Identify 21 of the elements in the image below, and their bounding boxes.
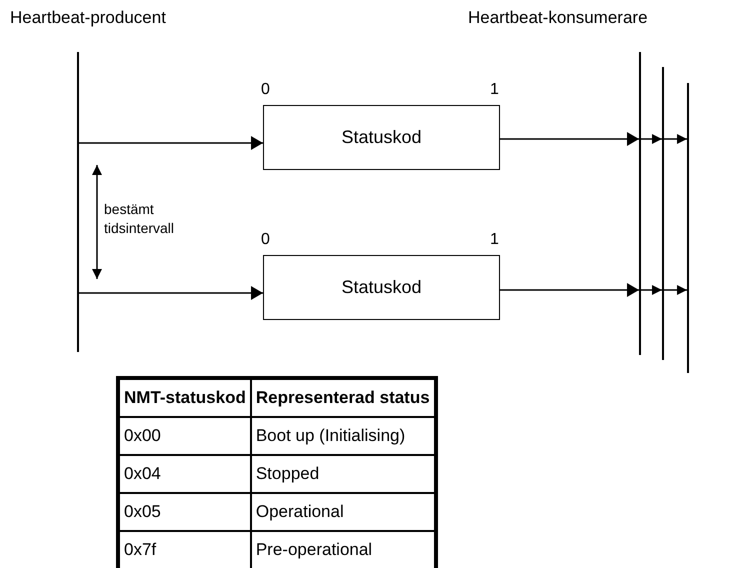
arrow [79,286,263,300]
arrow [664,285,687,295]
header-cell: NMT-statuskod [118,378,251,417]
table-cell: 0x00 [118,417,251,455]
status-box: Statuskod [263,255,500,320]
bit-label: 0 [261,231,270,249]
arrow [641,285,662,295]
arrow [664,134,687,144]
status-box: Statuskod [263,105,500,170]
arrow [500,132,639,146]
bit-label: 1 [490,231,499,249]
consumer-heading: Heartbeat-konsumerare [468,8,648,28]
table-cell: 0x05 [118,493,251,531]
arrow [641,134,662,144]
table-cell: 0x04 [118,455,251,493]
bit-label: 1 [490,81,499,99]
producer-heading: Heartbeat-producent [10,8,166,28]
arrow [500,283,639,297]
interval-note: bestämt tidsintervall [104,200,176,238]
bit-label: 0 [261,81,270,99]
arrow [79,136,263,150]
